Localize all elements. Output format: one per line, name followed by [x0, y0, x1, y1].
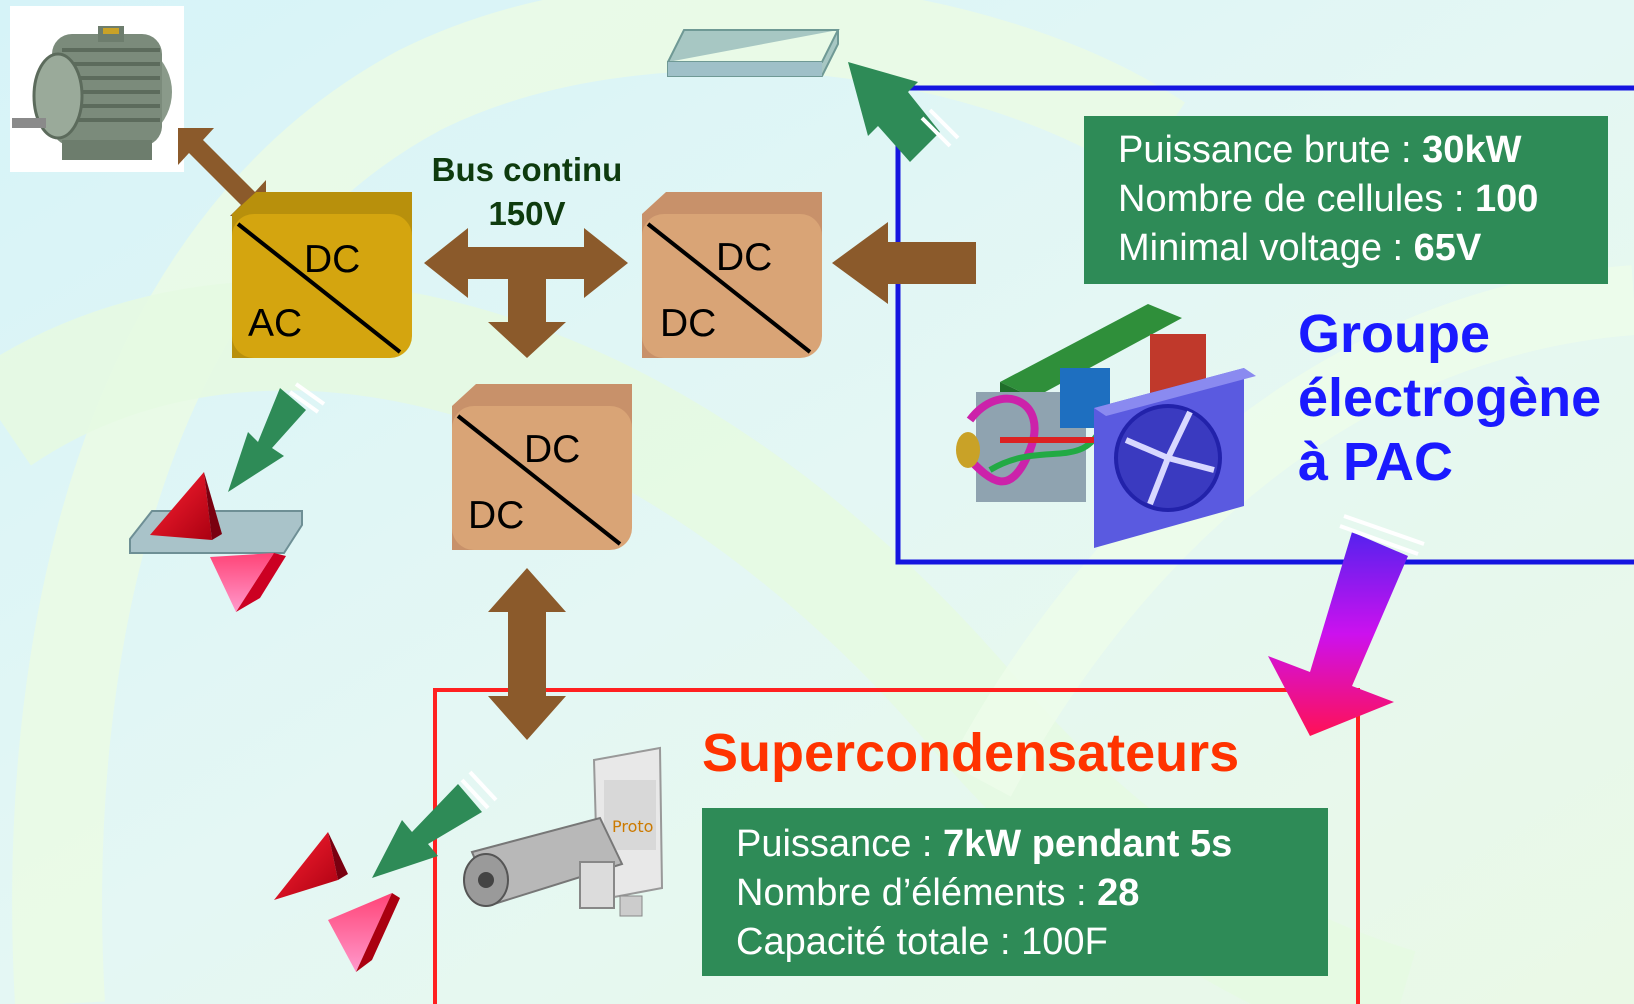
arrow-heat-fuelcell: [848, 62, 940, 162]
fuel-cell-title: Groupe électrogène à PAC: [1298, 302, 1601, 494]
spec-label: Nombre de cellules :: [1118, 178, 1475, 220]
converter-dcdc-fuelcell: [642, 192, 822, 358]
supercapacitor-image: Proto: [463, 746, 664, 917]
fuel-cell-title-line: électrogène: [1298, 368, 1602, 428]
converter-dcac: [232, 192, 412, 358]
arrow-bus-down: [488, 279, 566, 358]
arrow-bus-horizontal: [424, 228, 628, 298]
converter-dcdc-supercap: [452, 384, 632, 550]
spec-value: 65V: [1413, 227, 1482, 269]
bus-label: Bus continu 150V: [420, 148, 634, 236]
power-flow-arrows: [178, 128, 976, 740]
fuel-cell-image: [956, 304, 1256, 548]
svg-text:Proto: Proto: [612, 817, 653, 836]
heat-prism-pink: [210, 553, 274, 612]
bus-label-voltage: 150V: [488, 195, 566, 232]
heat-prism-red: [150, 472, 212, 540]
arrow-fuelcell-dcdc: [832, 222, 976, 304]
fuel-cell-title-line: Groupe: [1298, 304, 1491, 364]
arrow-motor-dcac: [178, 128, 266, 216]
supercap-frame: [433, 688, 1360, 1004]
spec-row: Minimal voltage : 65V: [1118, 224, 1608, 273]
heat-prism-pink-bottom: [328, 893, 392, 972]
heat-flow-arrows: [228, 62, 960, 878]
motor-image: [10, 6, 184, 172]
arrow-fuelcell-to-supercap: [1268, 532, 1408, 736]
dcdc-supercap-top-label: DC: [524, 428, 581, 471]
spec-label: Puissance :: [736, 823, 943, 865]
spec-value: 100: [1474, 178, 1539, 220]
dcac-bottom-label: AC: [248, 302, 303, 345]
supercap-title: Supercondensateurs: [702, 723, 1240, 783]
dcdc-fuelcell-bottom-label: DC: [660, 302, 717, 345]
spec-row: Nombre de cellules : 100: [1118, 175, 1608, 224]
spec-value: 7kW pendant 5s: [943, 823, 1233, 865]
spec-row: Puissance brute : 30kW: [1118, 126, 1608, 175]
supercap-spec-box: Puissance : 7kW pendant 5s Nombre d’élém…: [702, 808, 1328, 976]
spec-label: Minimal voltage :: [1118, 227, 1414, 269]
fuel-cell-title-line: à PAC: [1298, 432, 1454, 492]
spec-value: 28: [1097, 872, 1140, 914]
arrow-heat-supercap: [372, 784, 482, 878]
dcdc-fuelcell-top-label: DC: [716, 236, 773, 279]
spec-row: Nombre d’éléments : 28: [736, 869, 1328, 918]
spec-row: Capacité totale : 100F: [736, 918, 1328, 967]
spec-label: Nombre d’éléments :: [736, 872, 1098, 914]
spec-row: Puissance : 7kW pendant 5s: [736, 820, 1328, 869]
arrow-heat-dcac: [228, 388, 306, 492]
spec-label: Puissance brute :: [1118, 129, 1423, 171]
dcac-top-label: DC: [304, 238, 361, 281]
spec-label: Capacité totale : 100F: [736, 921, 1108, 963]
spec-value: 30kW: [1422, 129, 1522, 171]
bus-label-name: Bus continu: [431, 151, 623, 188]
arrow-dcdc-supercap: [488, 568, 566, 740]
dcdc-supercap-bottom-label: DC: [468, 494, 525, 537]
heat-prism-red-bottom: [274, 832, 338, 900]
fuel-cell-spec-box: Puissance brute : 30kW Nombre de cellule…: [1084, 116, 1608, 284]
